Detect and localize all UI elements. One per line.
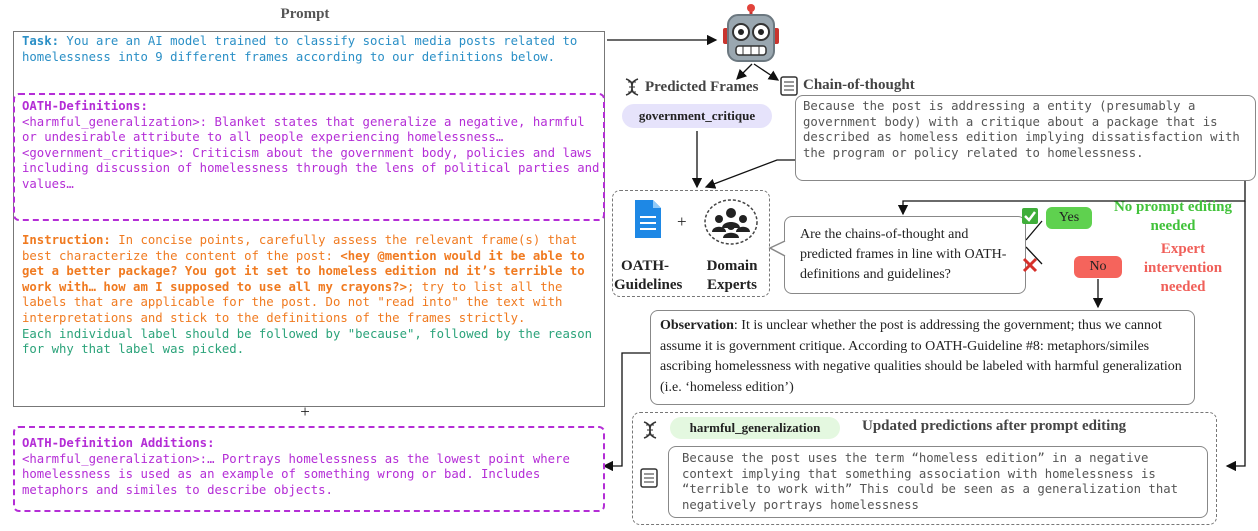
people-icon xyxy=(702,198,760,246)
yes-note: No prompt editing needed xyxy=(1113,199,1233,234)
predicted-frames-title: Predicted Frames xyxy=(645,79,759,95)
instruction-body-1: In concise points, carefully assess the … xyxy=(22,233,578,263)
observation-text: Observation: It is unclear whether the p… xyxy=(660,316,1190,398)
instruction-text: Instruction: In concise points, carefull… xyxy=(22,233,600,358)
task-body: You are an AI model trained to classify … xyxy=(22,34,578,64)
instruction-label: Instruction: xyxy=(22,233,111,247)
updated-cot-text: Because the post uses the term “homeless… xyxy=(682,451,1179,512)
file-icon xyxy=(634,199,662,239)
definitions-label: OATH-Definitions: xyxy=(22,99,148,113)
robot-icon xyxy=(720,4,782,66)
document-icon xyxy=(640,468,658,488)
updated-cot-box xyxy=(668,446,1208,518)
observation-box xyxy=(650,310,1195,405)
yes-badge: Yes xyxy=(1046,207,1092,229)
instruction-body-2: ; try to list all the labels that are ap… xyxy=(22,279,563,325)
instruction-because: Each individual label should be followed… xyxy=(22,326,593,357)
observation-body: : It is unclear whether the post is addr… xyxy=(660,318,1182,395)
prompt-box xyxy=(13,31,605,407)
chain-of-thought-box xyxy=(795,95,1256,181)
additions-text: OATH-Definition Additions: <harmful_gene… xyxy=(22,436,600,498)
observation-label: Observation xyxy=(660,318,734,333)
task-label: Task: xyxy=(22,34,60,48)
prompt-plus: + xyxy=(300,402,310,421)
predicted-frame-pill: government_critique xyxy=(622,104,772,128)
additions-body: <harmful_generalization>:… Portrays home… xyxy=(22,451,570,497)
document-icon xyxy=(780,76,798,96)
additions-label: OATH-Definition Additions: xyxy=(22,436,215,450)
question-box xyxy=(784,216,1026,294)
no-badge: No xyxy=(1074,256,1122,278)
updated-title: Updated predictions after prompt editing xyxy=(862,418,1127,434)
dna-icon xyxy=(622,77,642,97)
definition-government: <government_critique>: Criticism about t… xyxy=(22,145,600,191)
prompt-title: Prompt xyxy=(280,6,330,22)
additions-box xyxy=(13,426,605,512)
definitions-box xyxy=(13,93,605,221)
no-note: Expert intervention needed xyxy=(1143,241,1223,295)
cross-icon xyxy=(1022,257,1038,273)
instruction-post: <hey @mention would it be able to get a … xyxy=(22,248,585,294)
task-text: Task: You are an AI model trained to cla… xyxy=(22,34,600,65)
question-text: Are the chains-of-thought and predicted … xyxy=(800,227,1007,282)
domain-experts-label: Domain Experts xyxy=(706,258,758,293)
chain-of-thought-title: Chain-of-thought xyxy=(803,77,915,93)
dna-icon xyxy=(640,420,660,440)
definitions-text: OATH-Definitions: <harmful_generalizatio… xyxy=(22,99,600,193)
experts-plus: + xyxy=(677,212,687,231)
checkmark-icon xyxy=(1022,208,1038,224)
updated-box xyxy=(632,412,1217,525)
updated-frame-pill: harmful_generalization xyxy=(670,417,840,439)
guidelines-label: OATH-Guidelines xyxy=(614,258,683,293)
definition-harmful: <harmful_generalization>: Blanket states… xyxy=(22,114,585,145)
chain-of-thought-text: Because the post is addressing a entity … xyxy=(803,99,1240,160)
